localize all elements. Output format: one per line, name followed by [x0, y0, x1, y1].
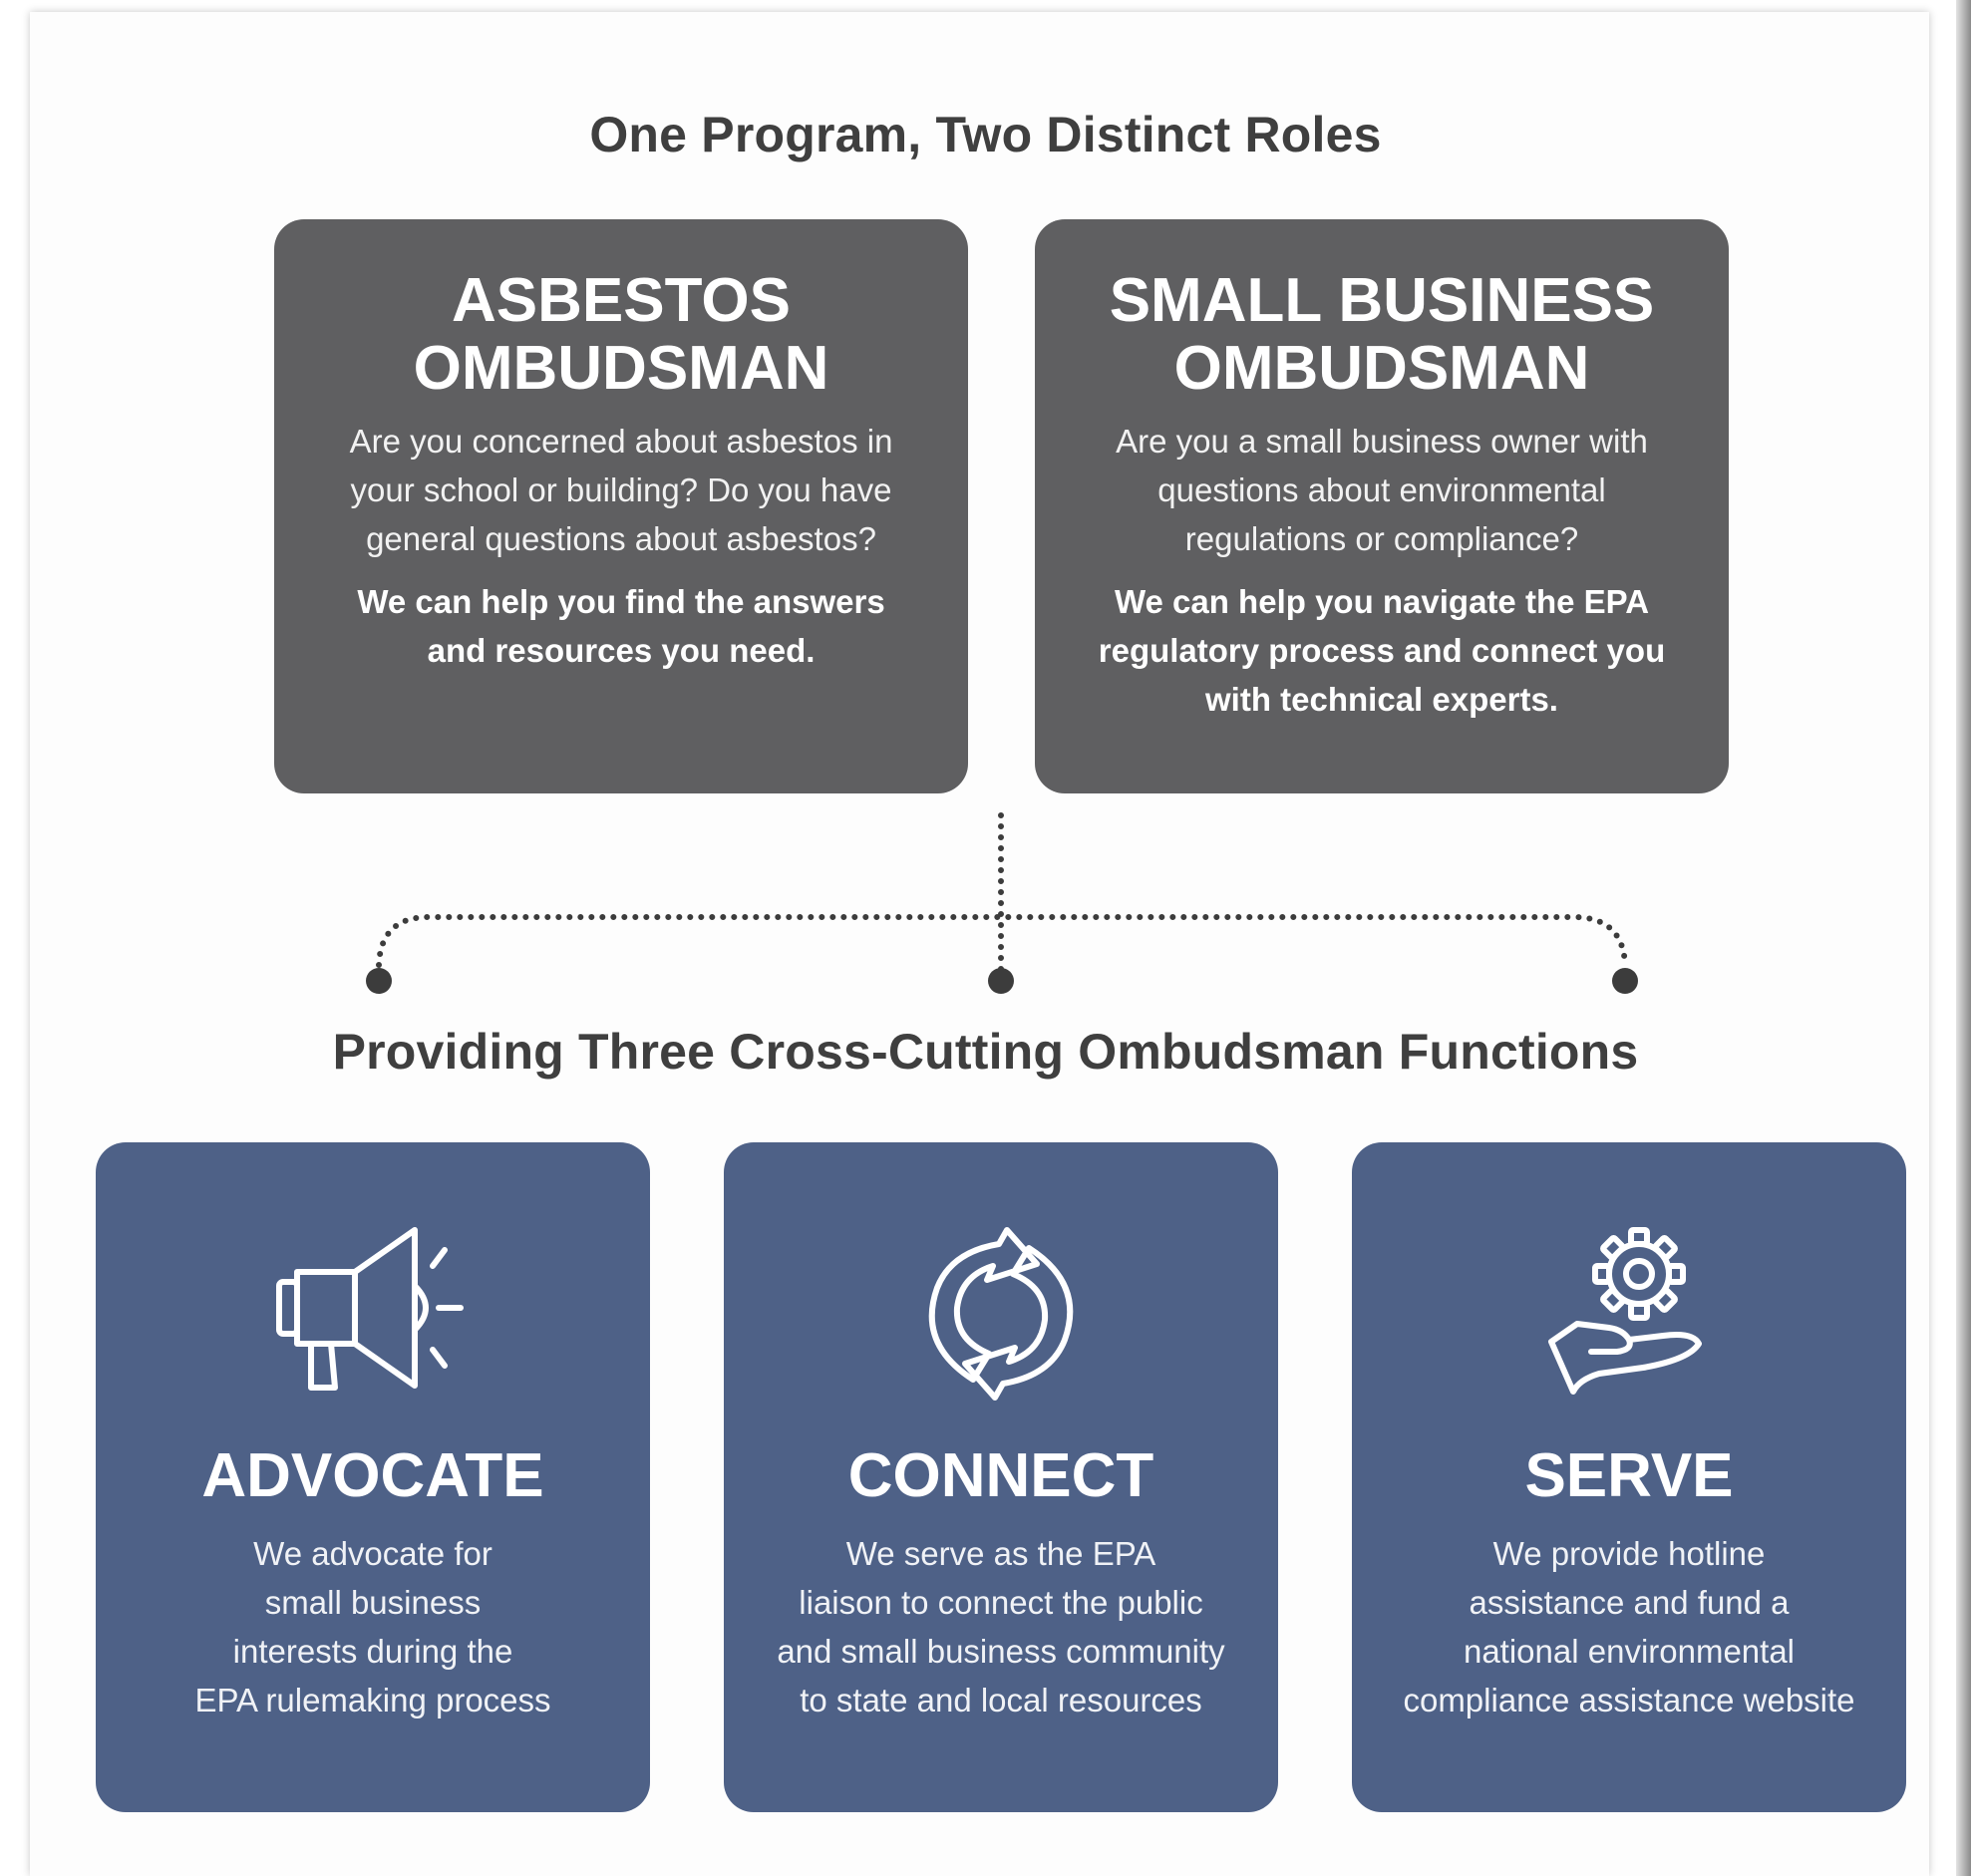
connect-title: CONNECT [847, 1441, 1154, 1510]
serve-desc-line: We provide hotline [1492, 1535, 1766, 1572]
gear-hand-icon [1352, 1224, 1906, 1404]
advocate-desc-line: small business [264, 1584, 482, 1621]
small-business-question: Are you a small business owner with ques… [1116, 423, 1648, 557]
advocate-description: We advocate for small business interests… [96, 1529, 650, 1724]
advocate-title: ADVOCATE [201, 1441, 544, 1510]
connect-description: We serve as the EPA liaison to connect t… [724, 1529, 1278, 1724]
asbestos-question: Are you concerned about asbestos in your… [349, 423, 893, 557]
small-business-title-line2: OMBUDSMAN [1173, 334, 1590, 403]
serve-card: SERVE We provide hotline assistance and … [1352, 1142, 1906, 1812]
serve-title: SERVE [1524, 1441, 1734, 1510]
small-business-title-line1: SMALL BUSINESS [1109, 266, 1655, 335]
dotted-connector [366, 812, 1638, 994]
window-edge [1956, 0, 1971, 1876]
asbestos-title-line2: OMBUDSMAN [413, 334, 829, 403]
small-business-ombudsman-card: SMALL BUSINESS OMBUDSMAN Are you a small… [1035, 219, 1729, 793]
functions-heading: Providing Three Cross-Cutting Ombudsman … [332, 1024, 1639, 1080]
serve-desc-line: compliance assistance website [1403, 1682, 1855, 1719]
connector-node-center [988, 968, 1014, 994]
asbestos-help: We can help you find the answers and res… [357, 583, 885, 669]
asbestos-title-line1: ASBESTOS [452, 266, 791, 335]
connect-desc-line: to state and local resources [800, 1682, 1202, 1719]
serve-desc-line: assistance and fund a [1469, 1584, 1790, 1621]
serve-desc-line: national environmental [1463, 1633, 1796, 1670]
advocate-desc-line: We advocate for [253, 1535, 493, 1572]
connect-desc-line: We serve as the EPA [845, 1535, 1156, 1572]
serve-description: We provide hotline assistance and fund a… [1352, 1529, 1906, 1724]
advocate-desc-line: interests during the [232, 1633, 513, 1670]
advocate-card: ADVOCATE We advocate for small business … [96, 1142, 650, 1812]
connect-desc-line: and small business community [777, 1633, 1225, 1670]
small-business-help: We can help you navigate the EPA regulat… [1098, 583, 1666, 718]
advocate-desc-line: EPA rulemaking process [194, 1682, 551, 1719]
connector-node-right [1612, 968, 1638, 994]
exchange-arrows-icon [724, 1224, 1278, 1404]
megaphone-icon [96, 1224, 650, 1404]
connect-desc-line: liaison to connect the public [799, 1584, 1203, 1621]
roles-heading: One Program, Two Distinct Roles [589, 107, 1382, 162]
connect-card: CONNECT We serve as the EPA liaison to c… [724, 1142, 1278, 1812]
connector-node-left [366, 968, 392, 994]
asbestos-ombudsman-card: ASBESTOS OMBUDSMAN Are you concerned abo… [274, 219, 968, 793]
